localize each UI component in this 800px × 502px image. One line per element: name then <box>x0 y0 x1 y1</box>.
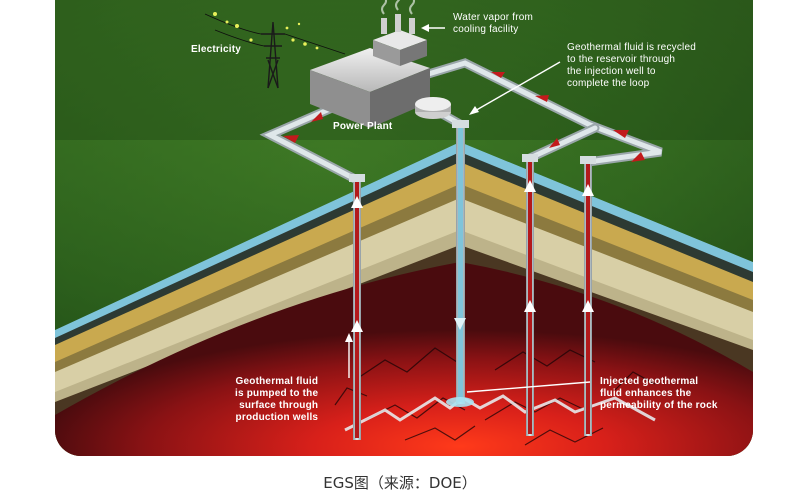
label-electricity: Electricity <box>191 44 242 55</box>
label-water-vapor: Water vapor from cooling facility <box>453 12 534 35</box>
egs-diagram: Electricity Water vapor from cooling fac… <box>55 0 753 456</box>
wells <box>349 120 596 440</box>
label-power-plant: Power Plant <box>333 121 393 132</box>
injection-spread <box>446 397 474 407</box>
figure-caption: EGS图（来源：DOE） <box>323 474 477 492</box>
label-fluid-pumped: Geothermal fluid is pumped to the surfac… <box>235 376 319 423</box>
steam-icon <box>381 0 415 15</box>
label-injected-fluid: Injected geothermal fluid enhances the p… <box>600 376 718 411</box>
fracture-network <box>344 394 656 432</box>
ground-surface <box>55 0 753 330</box>
leader-arrowheads <box>345 24 479 342</box>
label-fluid-recycled: Geothermal fluid is recycled to the rese… <box>567 42 696 89</box>
transmission-tower-icon <box>261 21 285 89</box>
electricity-sparks <box>213 12 319 50</box>
power-plant-icon <box>310 14 451 128</box>
flow-arrows <box>283 72 645 162</box>
egs-illustration <box>55 0 753 456</box>
well-flow-arrows <box>351 180 594 332</box>
